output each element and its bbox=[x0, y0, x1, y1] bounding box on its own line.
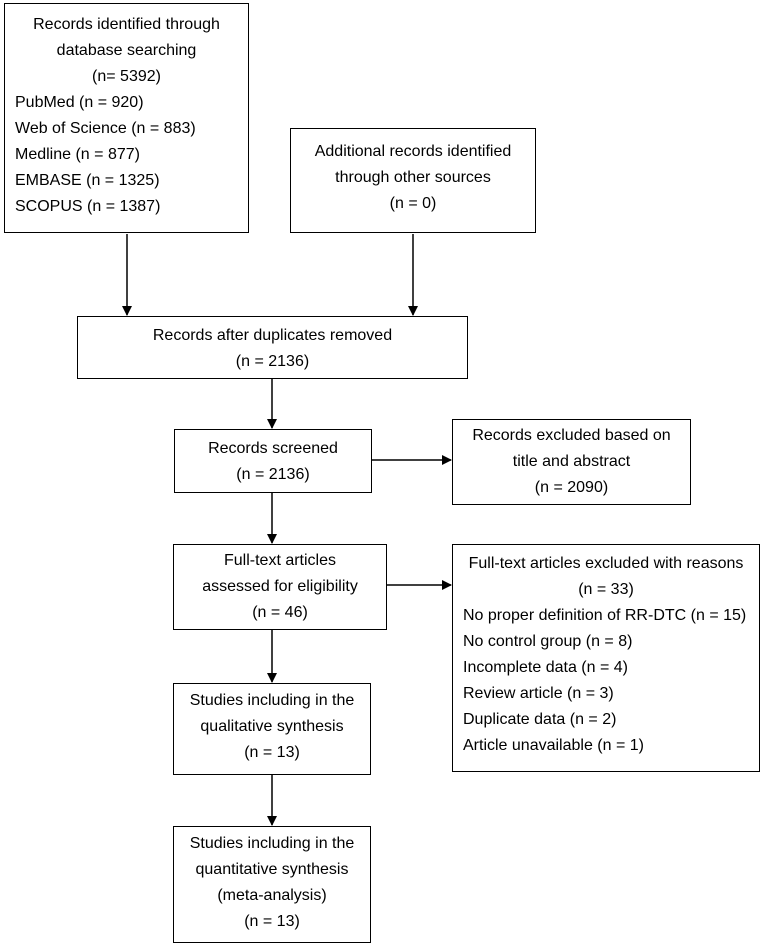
other-sources-line-2: through other sources bbox=[335, 169, 491, 186]
after-duplicates-line-1: Records after duplicates removed bbox=[152, 327, 393, 344]
box-other-sources: Additional records identified through ot… bbox=[290, 128, 536, 233]
screened-line-2: (n = 2136) bbox=[236, 466, 310, 483]
box-records-screened: Records screened (n = 2136) bbox=[174, 429, 372, 493]
box-fulltext-excluded: Full-text articles excluded with reasons… bbox=[452, 544, 760, 772]
database-search-line-1: Records identified through bbox=[33, 16, 220, 33]
database-search-line-7: EMBASE (n = 1325) bbox=[15, 172, 160, 189]
qualitative-line-3: (n = 13) bbox=[244, 744, 300, 761]
box-database-search: Records identified through database sear… bbox=[4, 3, 249, 233]
fulltext-excluded-line-1: Full-text articles excluded with reasons bbox=[468, 555, 744, 572]
box-qualitative-synthesis: Studies including in the qualitative syn… bbox=[173, 683, 371, 775]
fulltext-excluded-line-2: (n = 33) bbox=[578, 581, 634, 598]
database-search-line-6: Medline (n = 877) bbox=[15, 146, 140, 163]
excluded-title-line-2: title and abstract bbox=[512, 453, 631, 470]
fulltext-line-3: (n = 46) bbox=[252, 604, 308, 621]
fulltext-excluded-line-8: Article unavailable (n = 1) bbox=[463, 737, 644, 754]
database-search-line-4: PubMed (n = 920) bbox=[15, 94, 144, 111]
quantitative-line-1: Studies including in the bbox=[189, 835, 355, 852]
quantitative-line-4: (n = 13) bbox=[244, 913, 300, 930]
fulltext-line-1: Full-text articles bbox=[223, 552, 337, 569]
database-search-line-2: database searching bbox=[56, 42, 197, 59]
fulltext-excluded-line-3: No proper definition of RR-DTC (n = 15) bbox=[463, 607, 747, 624]
quantitative-line-3: (meta-analysis) bbox=[217, 887, 327, 904]
fulltext-excluded-line-7: Duplicate data (n = 2) bbox=[463, 711, 617, 728]
quantitative-line-2: quantitative synthesis bbox=[195, 861, 349, 878]
fulltext-excluded-line-4: No control group (n = 8) bbox=[463, 633, 633, 650]
box-after-duplicates: Records after duplicates removed (n = 21… bbox=[77, 316, 468, 379]
after-duplicates-line-2: (n = 2136) bbox=[235, 353, 310, 370]
qualitative-line-2: qualitative synthesis bbox=[200, 718, 344, 735]
excluded-title-line-3: (n = 2090) bbox=[534, 479, 609, 496]
other-sources-line-1: Additional records identified bbox=[314, 143, 512, 160]
box-fulltext-assessed: Full-text articles assessed for eligibil… bbox=[173, 544, 387, 630]
fulltext-line-2: assessed for eligibility bbox=[202, 578, 358, 595]
database-search-line-5: Web of Science (n = 883) bbox=[15, 120, 196, 137]
fulltext-excluded-line-5: Incomplete data (n = 4) bbox=[463, 659, 628, 676]
screened-line-1: Records screened bbox=[208, 440, 338, 457]
qualitative-line-1: Studies including in the bbox=[189, 692, 355, 709]
box-excluded-title-abstract: Records excluded based on title and abst… bbox=[452, 419, 691, 505]
box-quantitative-synthesis: Studies including in the quantitative sy… bbox=[173, 826, 371, 943]
excluded-title-line-1: Records excluded based on bbox=[472, 427, 671, 444]
database-search-line-3: (n= 5392) bbox=[92, 68, 161, 85]
fulltext-excluded-line-6: Review article (n = 3) bbox=[463, 685, 614, 702]
database-search-line-8: SCOPUS (n = 1387) bbox=[15, 198, 161, 215]
other-sources-line-3: (n = 0) bbox=[389, 195, 437, 212]
